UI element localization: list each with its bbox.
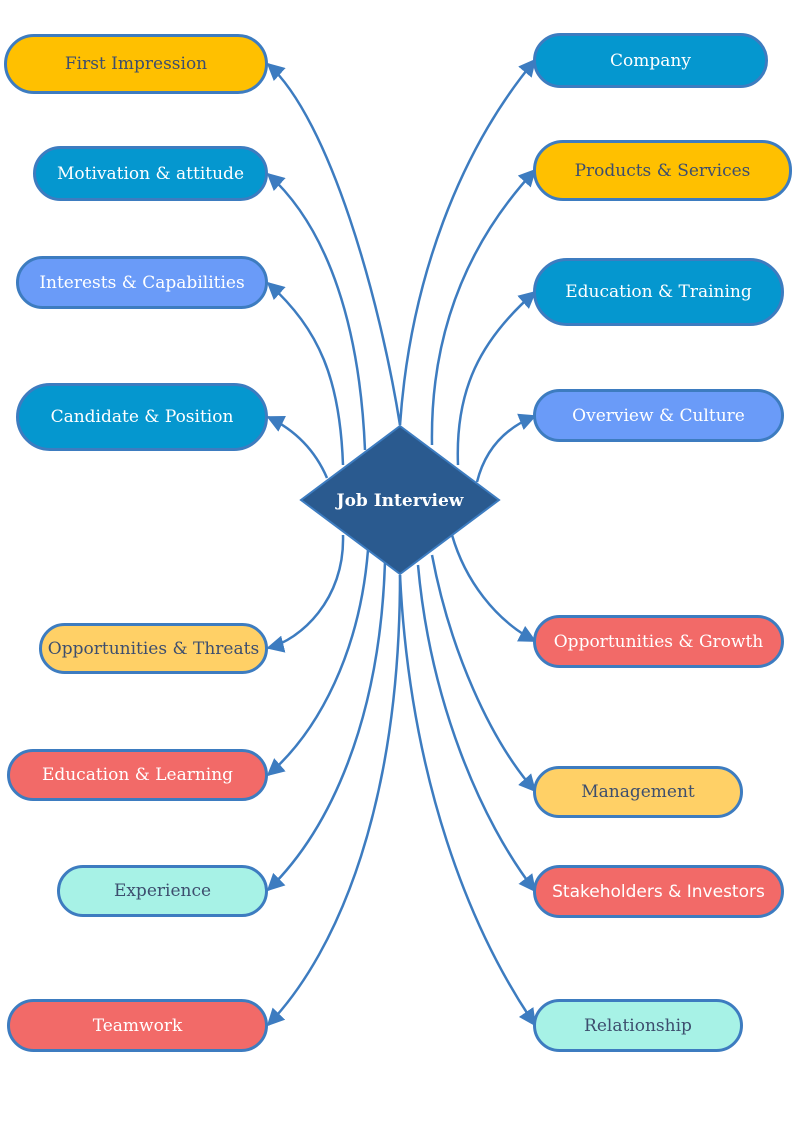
connector-motivation — [266, 172, 367, 451]
connector-opportunities-growth — [450, 534, 537, 643]
topic-interests-capabilities[interactable]: Interests & Capabilities — [16, 256, 268, 309]
topic-teamwork[interactable]: Teamwork — [7, 999, 268, 1052]
topic-education-learning[interactable]: Education & Learning — [7, 749, 268, 801]
connector-interests — [266, 281, 345, 466]
connector-products — [430, 168, 537, 446]
connector-management — [430, 554, 537, 793]
center-diamond — [299, 424, 501, 576]
topic-opportunities-growth[interactable]: Opportunities & Growth — [533, 615, 784, 668]
topic-first-impression[interactable]: First Impression — [4, 34, 268, 94]
connector-education-training — [456, 290, 537, 466]
topic-management[interactable]: Management — [533, 766, 743, 818]
connector-candidate — [266, 415, 329, 479]
topic-experience[interactable]: Experience — [57, 865, 268, 917]
connector-overview — [475, 413, 537, 483]
connector-teamwork — [266, 574, 402, 1027]
topic-products-services[interactable]: Products & Services — [533, 140, 792, 201]
center-topic-label[interactable]: Job Interview — [336, 491, 464, 511]
topic-candidate-position[interactable]: Candidate & Position — [16, 383, 268, 451]
topic-education-training[interactable]: Education & Training — [533, 258, 784, 326]
topic-motivation-attitude[interactable]: Motivation & attitude — [33, 146, 268, 201]
connector-stakeholders — [416, 564, 537, 893]
connector-relationship — [398, 574, 537, 1027]
connector-education-learning — [266, 549, 370, 777]
topic-company[interactable]: Company — [533, 33, 768, 88]
connector-opportunities-threats — [266, 534, 345, 653]
topic-opportunities-threats[interactable]: Opportunities & Threats — [39, 623, 268, 674]
topic-overview-culture[interactable]: Overview & Culture — [533, 389, 784, 442]
connector-first-impression — [266, 62, 402, 426]
connector-experience — [266, 561, 387, 892]
topic-stakeholders-investors[interactable]: Stakeholders & Investors — [533, 865, 784, 918]
connector-company — [398, 58, 537, 426]
topic-relationship[interactable]: Relationship — [533, 999, 743, 1052]
